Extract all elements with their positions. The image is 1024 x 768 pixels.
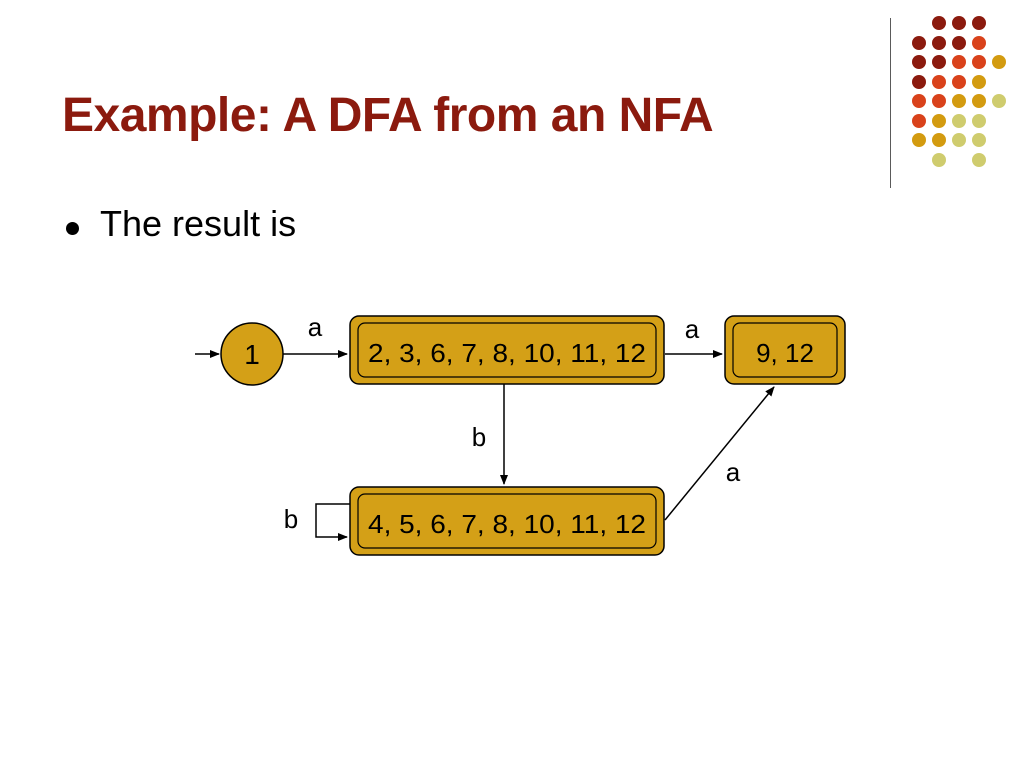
bullet-dot [66, 222, 79, 235]
decorative-dot [952, 94, 966, 108]
decorative-dot [932, 55, 946, 69]
decorative-dot [972, 16, 986, 30]
edge-s3-to-s2-label: a [726, 457, 741, 487]
decorative-dot [972, 94, 986, 108]
decorative-dot [972, 55, 986, 69]
decorative-dot [972, 152, 986, 167]
decorative-dot [912, 35, 926, 50]
decorative-dot [932, 35, 946, 50]
decorative-dot [952, 74, 966, 89]
decorative-dot [972, 74, 986, 89]
decorative-dot [952, 133, 966, 147]
decorative-dot [992, 94, 1006, 108]
decorative-dot [912, 113, 926, 128]
decorative-dot [912, 55, 926, 69]
state-s1-label: 2, 3, 6, 7, 8, 10, 11, 12 [368, 338, 646, 368]
decorative-dot [912, 94, 926, 108]
edge-s3-to-s2 [664, 386, 775, 521]
decorative-dot [912, 133, 926, 147]
decorative-dot [952, 35, 966, 50]
edge-start-to-s1-label: a [308, 312, 323, 342]
bullet-text: The result is [100, 203, 297, 244]
decorative-dot [932, 16, 946, 30]
decorative-dot [912, 74, 926, 89]
decorative-dot [972, 133, 986, 147]
slide-title: Example: A DFA from an NFA [62, 89, 714, 142]
decorative-dot [952, 16, 966, 30]
decorative-dot [952, 55, 966, 69]
decorative-dot [932, 94, 946, 108]
state-s2: 9, 12 [724, 315, 846, 385]
edge-s1-to-s2-label: a [685, 314, 700, 344]
decorative-dot [952, 113, 966, 128]
decorative-dot [932, 152, 946, 167]
state-s2-label: 9, 12 [756, 338, 814, 368]
state-start: 1 [220, 322, 284, 386]
state-s1: 2, 3, 6, 7, 8, 10, 11, 12 [349, 315, 665, 385]
state-s3-label: 4, 5, 6, 7, 8, 10, 11, 12 [368, 509, 646, 539]
decorative-divider [890, 18, 891, 188]
state-start-label: 1 [244, 339, 260, 370]
edge-s3-self-loop [315, 503, 350, 541]
decorative-dot [932, 133, 946, 147]
edge-s1-to-s3-label: b [472, 422, 486, 452]
edge-s3-self-loop-label: b [284, 504, 298, 534]
decorative-dot [932, 74, 946, 89]
state-s3: 4, 5, 6, 7, 8, 10, 11, 12 [349, 486, 665, 556]
decorative-dot [972, 35, 986, 50]
decorative-dot [992, 55, 1006, 69]
decorative-dot [972, 113, 986, 128]
decorative-dot [932, 113, 946, 128]
